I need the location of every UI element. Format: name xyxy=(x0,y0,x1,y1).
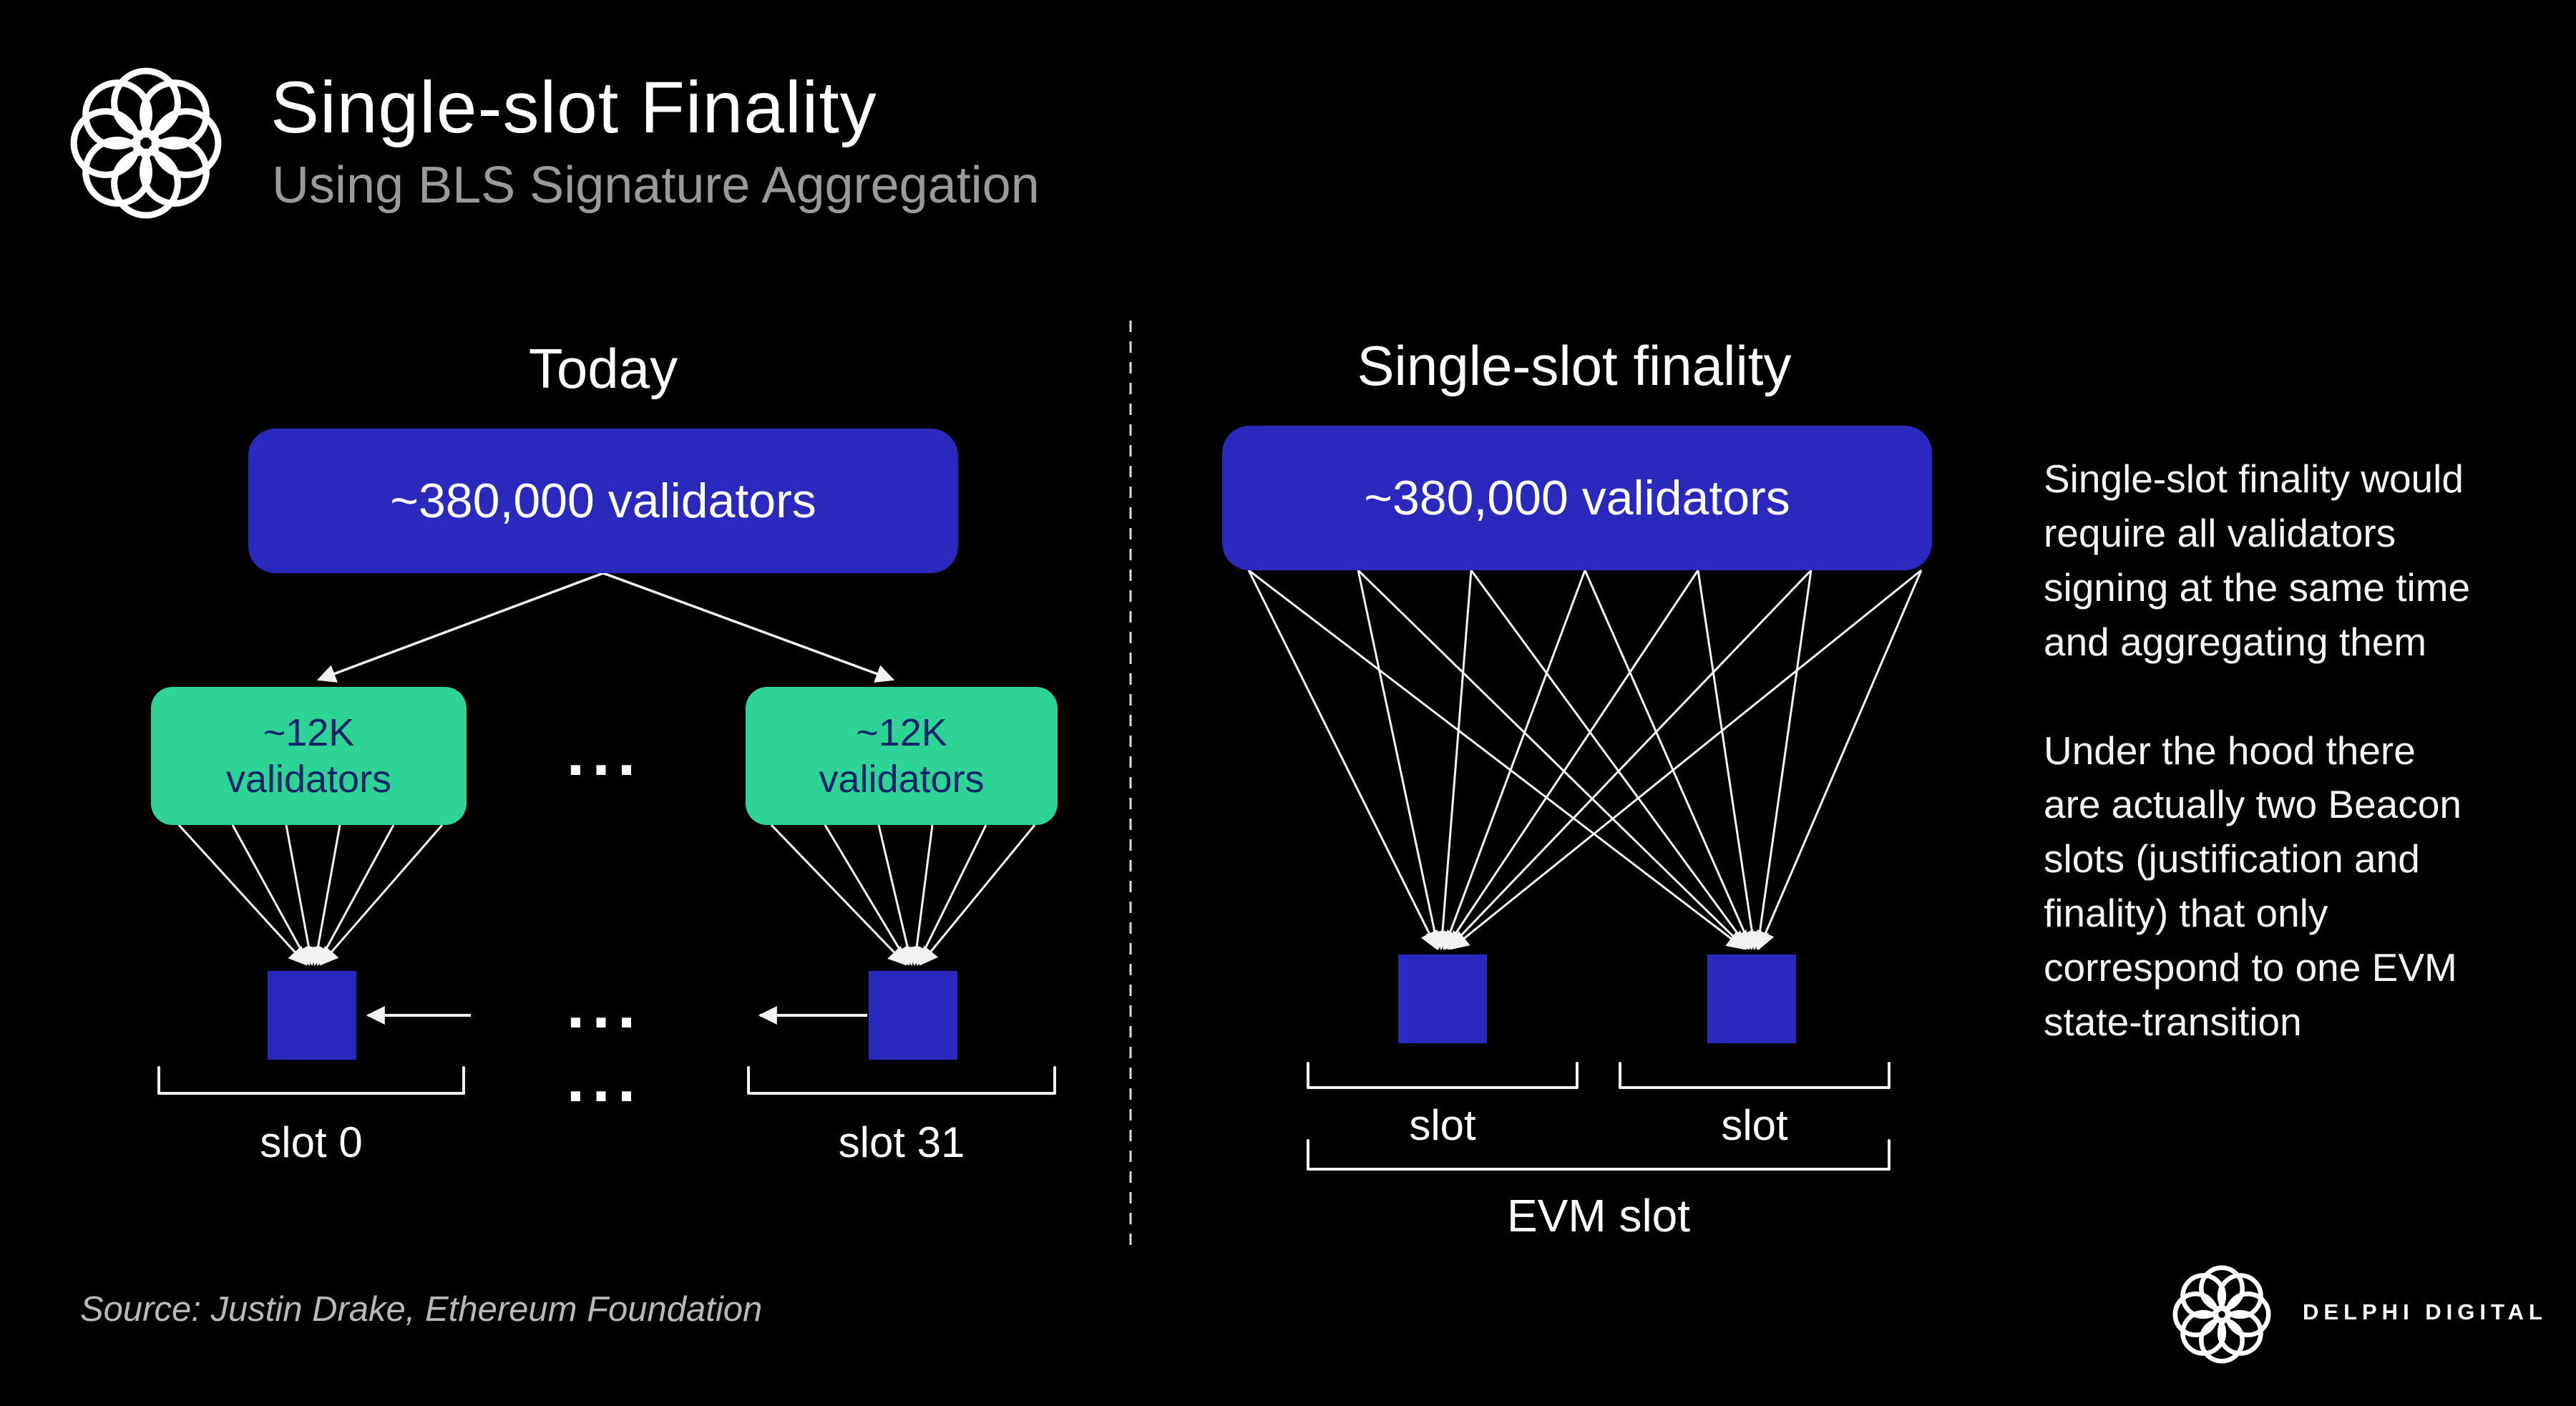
beacon-slot-block-left xyxy=(1398,955,1487,1043)
slot-block-right xyxy=(869,971,957,1060)
left-validators-box: ~380,000 validators xyxy=(248,429,958,573)
committee-left-label: ~12K validators xyxy=(225,711,392,801)
page-title: Single-slot Finality xyxy=(270,67,877,148)
committee-box-left: ~12K validators xyxy=(151,687,467,825)
evm-slot-label: EVM slot xyxy=(1506,1190,1691,1241)
right-fan xyxy=(1247,569,1923,951)
left-fan-right xyxy=(770,824,1036,967)
right-validators-box: ~380,000 validators xyxy=(1222,426,1932,570)
committee-right-label: ~12K validators xyxy=(819,711,985,801)
beacon-slot-block-right xyxy=(1707,955,1796,1043)
slot0-label: slot 0 xyxy=(260,1118,363,1166)
left-panel-heading: Today xyxy=(528,337,678,400)
delphi-wordmark: DELPHI DIGITAL xyxy=(2303,1299,2547,1324)
left-fan-left xyxy=(177,824,444,967)
left-validators-label: ~380,000 validators xyxy=(390,474,816,528)
delphi-knot-logo xyxy=(70,67,222,219)
slot31-label: slot 31 xyxy=(838,1118,965,1166)
annotation-column: Single-slot finality would require all v… xyxy=(2044,452,2480,1104)
left-split-arrows xyxy=(316,572,895,683)
committee-box-right: ~12K validators xyxy=(746,687,1058,825)
slot-block-left xyxy=(268,971,356,1060)
beacon-slot-left-label: slot xyxy=(1409,1101,1476,1149)
annotation-paragraph-2: Under the hood there are actually two Be… xyxy=(2044,728,2462,1045)
annotation-paragraph-1: Single-slot finality would require all v… xyxy=(2044,457,2471,664)
slot-brackets xyxy=(157,1062,1890,1171)
right-validators-label: ~380,000 validators xyxy=(1364,471,1790,525)
right-panel-heading: Single-slot finality xyxy=(1357,334,1792,397)
page-subtitle: Using BLS Signature Aggregation xyxy=(272,157,1040,214)
delphi-footer-knot-logo xyxy=(2172,1265,2271,1364)
source-credit: Source: Justin Drake, Ethereum Foundatio… xyxy=(80,1290,763,1329)
beacon-slot-right-label: slot xyxy=(1721,1101,1788,1149)
